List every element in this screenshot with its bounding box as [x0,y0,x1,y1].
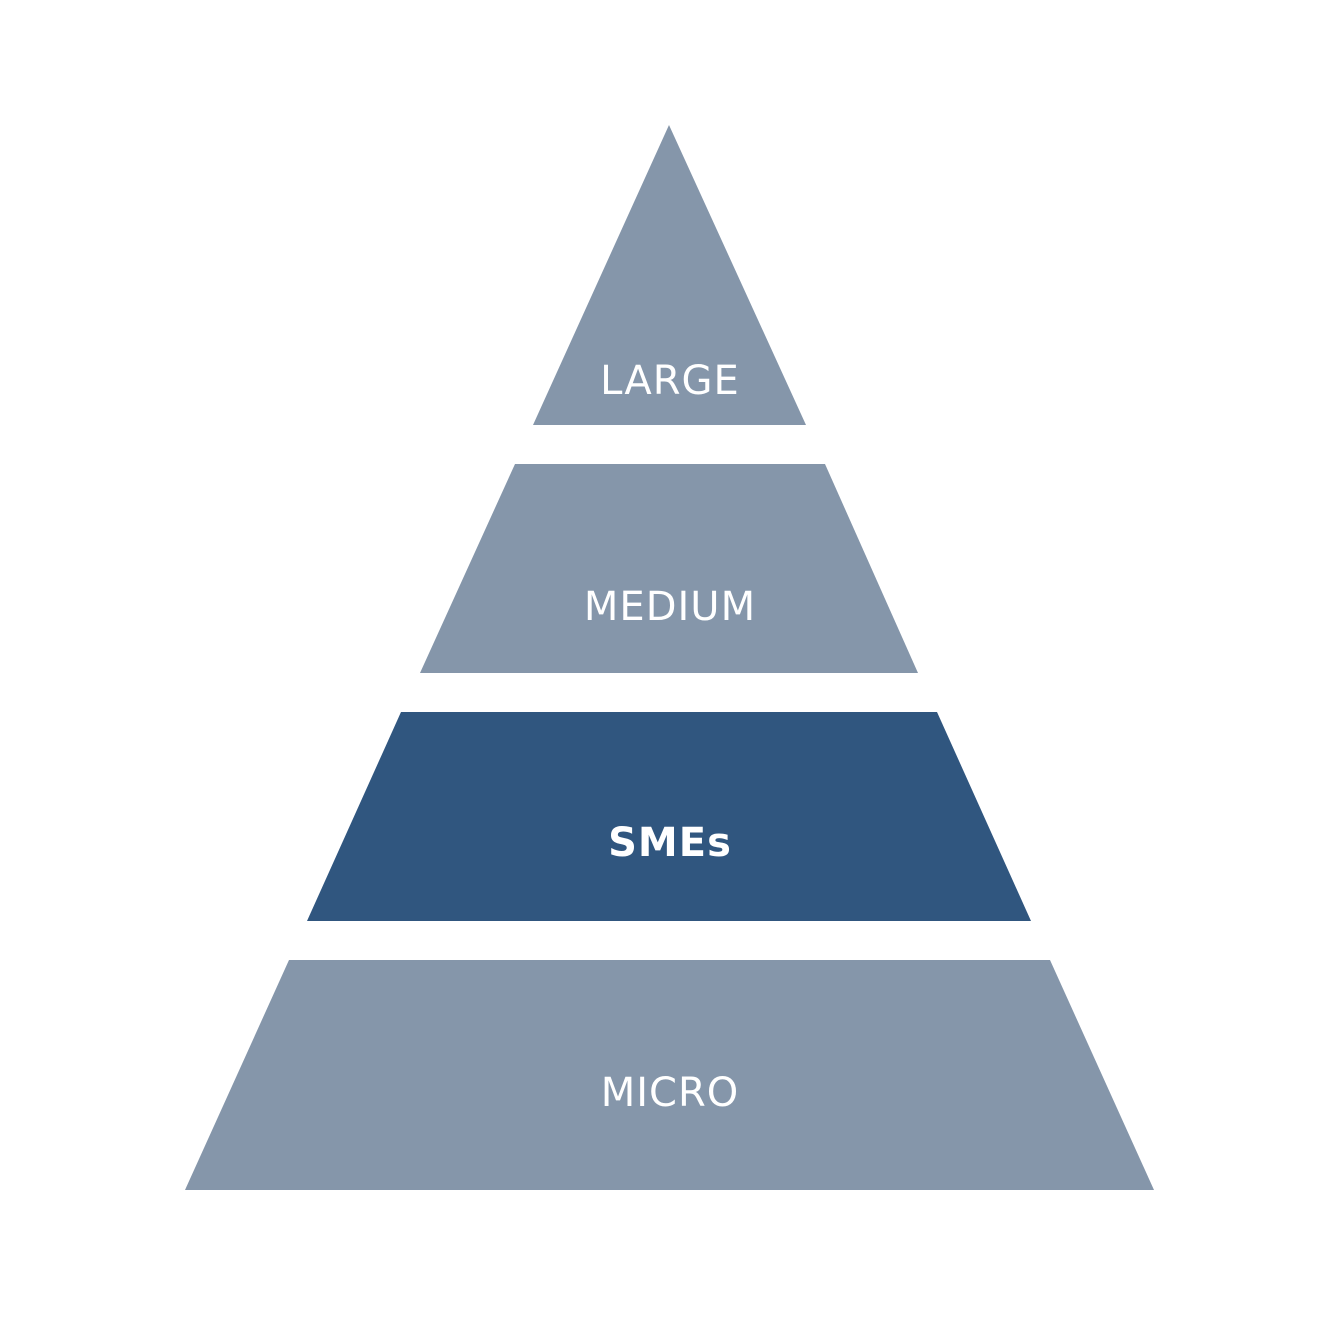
tier-micro-label: MICRO [601,1070,740,1116]
tier-large-label: LARGE [600,358,740,404]
tier-micro: MICRO [185,960,1154,1190]
tier-smes: SMEs [307,712,1031,921]
tier-large: LARGE [533,125,806,425]
tier-medium-shape [420,464,918,673]
tier-large-shape [533,125,806,425]
tier-medium: MEDIUM [420,464,918,673]
tier-micro-shape [185,960,1154,1190]
tier-smes-shape [307,712,1031,921]
tier-medium-label: MEDIUM [584,584,756,630]
tier-smes-label: SMEs [608,820,732,866]
